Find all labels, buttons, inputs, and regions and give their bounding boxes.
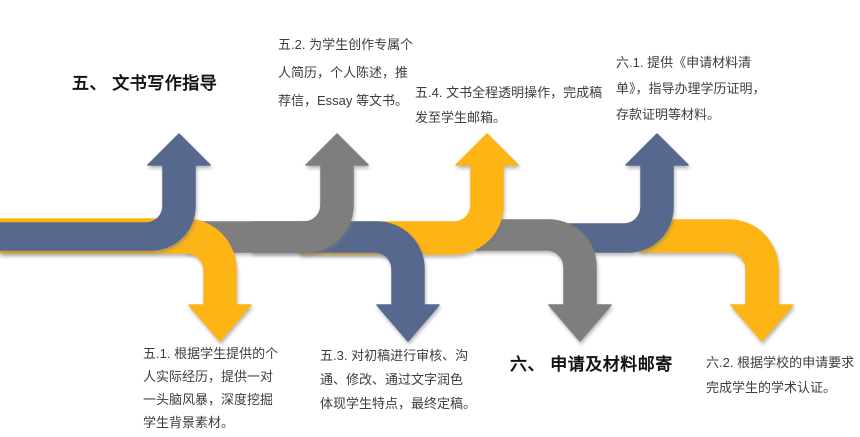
- annotation-line: 一头脑风暴，深度挖掘: [143, 392, 274, 407]
- annotation-line: 发至学生邮箱。: [415, 110, 507, 125]
- annotation-6-2: 六.2. 根据学校的申请要求完成学生的学术认证。: [706, 350, 854, 400]
- section-5-heading: 五、 文书写作指导: [72, 74, 218, 93]
- annotation-line: 完成学生的学术认证。: [706, 380, 837, 395]
- annotation-line: 六.1. 提供《申请材料清: [616, 55, 752, 70]
- annotation-line: 五.3. 对初稿进行审核、沟: [320, 348, 469, 363]
- annotation-line: 体现学生特点，最终定稿。: [320, 396, 477, 411]
- annotation-line: 单》，指导办理学历证明，: [616, 81, 766, 96]
- gray-down-ribbon-arrow: [475, 219, 612, 342]
- gray-up-ribbon-arrow: [185, 133, 369, 253]
- section-6-heading: 六、 申请及材料邮寄: [510, 355, 673, 374]
- annotation-5-3: 五.3. 对初稿进行审核、沟通、修改、通过文字润色体现学生特点，最终定稿。: [320, 344, 476, 416]
- annotation-line: 五.2. 为学生创作专属个: [278, 37, 414, 52]
- annotation-line: 六.2. 根据学校的申请要求: [706, 355, 855, 370]
- annotation-5-4: 五.4. 文书全程透明操作，完成稿发至学生邮箱。: [415, 80, 602, 130]
- ribbon-layer: [0, 133, 794, 342]
- annotation-line: 人简历，个人陈述，推: [278, 65, 409, 80]
- blue-up-ribbon-arrow: [559, 133, 689, 253]
- annotation-5-2: 五.2. 为学生创作专属个人简历，个人陈述，推荐信，Essay 等文书。: [278, 31, 413, 115]
- annotation-line: 五.4. 文书全程透明操作，完成稿: [415, 85, 603, 100]
- annotation-line: 存款证明等材料。: [616, 107, 721, 122]
- annotation-line: 通、修改、通过文字润色: [320, 372, 464, 387]
- annotation-5-1: 五.1. 根据学生提供的个人实际经历，提供一对一头脑风暴，深度挖掘学生背景素材。: [143, 342, 278, 434]
- annotation-line: 荐信，Essay 等文书。: [278, 93, 409, 108]
- blue-up-ribbon-arrow: [0, 133, 211, 251]
- annotation-line: 五.1. 根据学生提供的个: [143, 346, 279, 361]
- yellow-down-ribbon-arrow: [639, 219, 794, 342]
- annotation-line: 人实际经历，提供一对: [143, 369, 274, 384]
- annotation-line: 学生背景素材。: [143, 415, 235, 430]
- annotation-6-1: 六.1. 提供《申请材料清单》，指导办理学历证明， 存款证明等材料。: [616, 50, 766, 128]
